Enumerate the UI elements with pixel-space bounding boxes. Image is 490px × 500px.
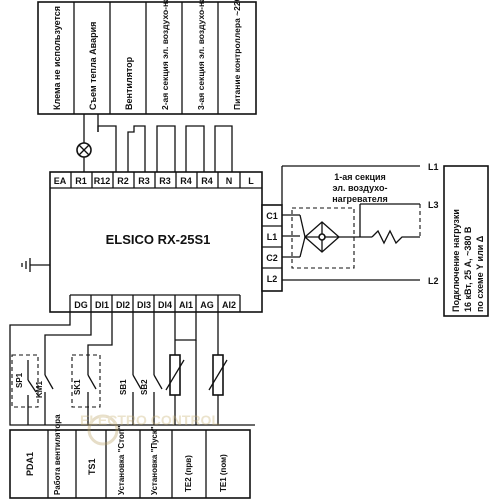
load-note-line2: 16 кВт, 25 А, ~380 В bbox=[463, 226, 473, 312]
terminal-di2: DI2 bbox=[116, 300, 130, 310]
bottom-label-te1: TE1 (пом) bbox=[219, 454, 228, 492]
load-note-line1: Подключение нагрузки bbox=[451, 209, 461, 312]
top-label-boxes: Клема не используется Съем тепла Авария … bbox=[37, 0, 257, 115]
label-sp1: SP1 bbox=[15, 372, 24, 388]
terminal-l1: L1 bbox=[267, 232, 278, 242]
terminal-l: L bbox=[248, 176, 254, 186]
sp1-box bbox=[11, 354, 39, 408]
bottom-label-stop: Установка "Стоп" bbox=[117, 425, 126, 495]
terminal-r3b: R3 bbox=[159, 176, 171, 186]
terminal-ai1: AI1 bbox=[179, 300, 193, 310]
top-label-heat-alarm: Съем тепла Авария bbox=[88, 22, 98, 110]
resistor-icon bbox=[371, 229, 420, 245]
terminal-di3: DI3 bbox=[137, 300, 151, 310]
bottom-label-pda1: PDA1 bbox=[25, 452, 35, 476]
controller: EA R1 R12 R2 R3 R3 R4 R4 N L ELSICO RX-2… bbox=[49, 171, 283, 313]
terminal-di1: DI1 bbox=[95, 300, 109, 310]
heater-section-1: 1-ая секция эл. воздухо- нагревателя L1 … bbox=[281, 162, 439, 286]
input-circuits: SP1 KM1 SK1 SB1 SB2 bbox=[9, 312, 255, 426]
top-label-fan: Вентилятор bbox=[124, 56, 134, 110]
top-label-heater-section-2: 2-ая секция эл. воздухо-нагревателя bbox=[160, 0, 170, 110]
bottom-label-fan-run: Работа вентилятора bbox=[53, 414, 62, 495]
terminal-r4b: R4 bbox=[201, 176, 213, 186]
bottom-label-te2: TE2 (прв) bbox=[184, 455, 193, 492]
label-sk1: SK1 bbox=[73, 379, 82, 395]
line-l2: L2 bbox=[428, 276, 439, 286]
terminal-c2: C2 bbox=[266, 253, 278, 263]
terminal-c1: C1 bbox=[266, 211, 278, 221]
watermark-logo: ELECTRO CONTROL bbox=[80, 412, 220, 446]
terminal-n: N bbox=[226, 176, 233, 186]
sk1-box bbox=[71, 354, 101, 408]
terminal-r2: R2 bbox=[117, 176, 129, 186]
top-label-unused: Клема не используется bbox=[52, 6, 62, 110]
terminal-r4a: R4 bbox=[180, 176, 192, 186]
bottom-label-ts1: TS1 bbox=[87, 458, 97, 475]
bottom-label-start: Установка "Пуск" bbox=[150, 426, 159, 495]
label-sb2: SB2 bbox=[140, 379, 149, 395]
top-label-heater-section-3: 3-ая секция эл. воздухо-нагревателя bbox=[196, 0, 206, 110]
bottom-terminal-strip: DG DI1 DI2 DI3 DI4 AI1 AG AI2 bbox=[69, 295, 241, 312]
bottom-label-boxes: PDA1 Работа вентилятора TS1 Установка "С… bbox=[9, 414, 251, 499]
terminal-r1: R1 bbox=[75, 176, 87, 186]
top-label-controller-power: Питание контроллера ~220 В bbox=[232, 0, 242, 110]
terminal-r12: R12 bbox=[94, 176, 111, 186]
load-note: Подключение нагрузки 16 кВт, 25 А, ~380 … bbox=[443, 165, 489, 317]
terminal-di4: DI4 bbox=[158, 300, 172, 310]
watermark-text: ELECTRO CONTROL bbox=[80, 412, 220, 428]
label-sb1: SB1 bbox=[119, 379, 128, 395]
heater-label-1: 1-ая секция bbox=[334, 172, 386, 182]
terminal-r3a: R3 bbox=[138, 176, 150, 186]
load-note-line3: по схеме Y или Δ bbox=[475, 235, 485, 312]
heater-label-3: нагревателя bbox=[332, 194, 388, 204]
contactor-box bbox=[291, 207, 355, 269]
top-wires bbox=[21, 114, 233, 272]
device-name: ELSICO RX-25S1 bbox=[106, 232, 211, 247]
terminal-ea: EA bbox=[54, 176, 67, 186]
label-km1: KM1 bbox=[35, 381, 44, 398]
heater-label-2: эл. воздухо- bbox=[333, 183, 388, 193]
top-terminal-strip: EA R1 R12 R2 R3 R3 R4 R4 N L bbox=[54, 172, 254, 188]
terminal-dg: DG bbox=[74, 300, 88, 310]
terminal-l2: L2 bbox=[267, 274, 278, 284]
terminal-ag: AG bbox=[200, 300, 214, 310]
line-l3: L3 bbox=[428, 200, 439, 210]
line-l1: L1 bbox=[428, 162, 439, 172]
terminal-ai2: AI2 bbox=[222, 300, 236, 310]
